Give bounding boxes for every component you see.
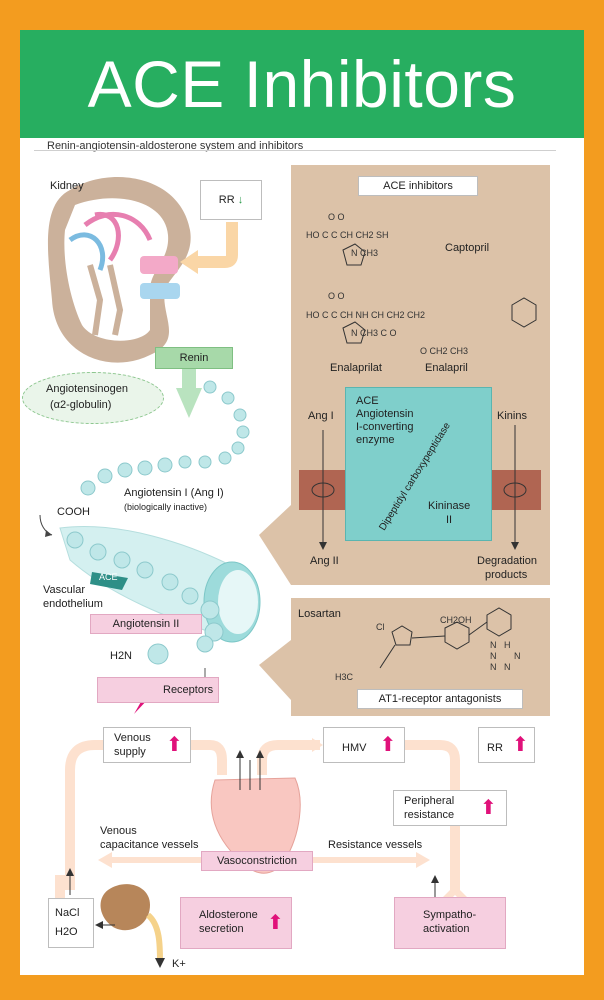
rr-label: RR [218,194,235,206]
aldosterone-line2: secretion [199,923,244,935]
vasoconstriction-label: Vasoconstriction [217,855,297,867]
angiotensinogen-line2: (α2-globulin) [50,399,112,411]
h2o-label: H2O [55,926,78,938]
rr-circ-box: RR ⬆ [478,727,535,763]
renin-label: Renin [179,352,209,364]
rr-box: RR ↓ [200,180,262,220]
enalapril-name: Enalapril [425,362,468,374]
nacl-label: NaCl [55,907,80,919]
up-arrow-icon: ⬆ [480,797,497,819]
venous-supply-line2: supply [114,746,146,758]
angiotensinogen-beads [80,380,250,496]
vascular-line1: Vascular [43,584,85,596]
enzyme-line2: Angiotensin [356,408,414,420]
enalapril-row3: N CH3 C O [351,328,397,338]
up-arrow-icon: ⬆ [267,912,284,934]
sympatho-line2: activation [423,923,470,935]
title-banner: ACE Inhibitors [20,30,584,138]
up-arrow-icon: ⬆ [511,734,529,756]
enalapril-row4: O CH2 CH3 [420,346,469,356]
angiotensinogen-line1: Angiotensinogen [46,383,128,395]
venous-capacitance-line1: Venous [100,825,137,837]
angiotensinogen-bubble [22,372,164,424]
degradation-line2: products [485,569,528,581]
venous-supply-line1: Venous [114,732,151,744]
captopril-row1: O O [328,212,345,222]
kidney-illustration [47,177,191,363]
peripheral-line1: Peripheral [404,795,455,807]
venous-capacitance-line2: capacitance vessels [100,839,199,851]
receptors-label: Receptors [163,684,214,696]
at1-caption-box: AT1-receptor antagonists [357,689,523,709]
peripheral-box: Peripheral resistance ⬆ [393,790,507,826]
circulation-tubes [55,740,460,900]
nacl-box: NaCl H2O [48,898,94,948]
receptors-box: Receptors [97,677,219,703]
enalapril-row1: O O [328,291,345,301]
captopril-row2: HO C C CH CH2 SH [306,230,389,240]
kinins-label: Kinins [497,410,527,422]
sympatho-line1: Sympatho- [423,909,477,921]
losartan-name: Losartan [298,608,341,620]
resistance-vessels-label: Resistance vessels [328,839,423,851]
enzyme-line1: ACE [356,395,379,407]
at1-caption: AT1-receptor antagonists [378,693,502,705]
divider [34,150,556,151]
angiotensin1-line2: (biologically inactive) [124,502,208,512]
angiotensin1-line1: Angiotensin I (Ang I) [124,487,224,499]
subtitle: Renin-angiotensin-aldosterone system and… [47,140,304,152]
losartan-cl: Cl [376,622,385,632]
losartan-tetrazole: N H N N N N [490,640,521,672]
ace-inhibitors-title-box: ACE inhibitors [358,176,478,196]
kininase-line2: II [446,514,453,526]
enzyme-line3: I-converting [356,421,414,433]
up-arrow-icon: ⬆ [166,734,183,756]
ace-inhibitors-title: ACE inhibitors [383,180,453,192]
rr-circ-label: RR [487,742,503,754]
enzyme-line4: enzyme [356,434,395,446]
hmv-label: HMV [342,742,367,754]
losartan-ch2oh: CH2OH [440,615,472,625]
captopril-name: Captopril [445,242,490,254]
enalapril-row2: HO C C CH NH CH CH2 CH2 [306,310,426,320]
degradation-line1: Degradation [477,555,537,567]
vasoconstriction-box: Vasoconstriction [201,851,313,871]
enalaprilat-name: Enalaprilat [330,362,382,374]
vessel-beads [66,531,224,665]
ace-enzyme-box [345,387,492,541]
captopril-row3: N CH3 [351,248,379,258]
page-title: ACE Inhibitors [87,47,517,121]
angiotensin2-label: Angiotensin II [112,618,180,630]
renin-box: Renin [155,347,233,369]
sympatho-box: Sympatho- activation [394,897,506,949]
losartan-h3c: H3C [335,672,354,682]
peripheral-line2: resistance [404,809,455,821]
kidney-label: Kidney [50,180,84,192]
angiotensin2-box: Angiotensin II [90,614,202,634]
cooh-label: COOH [57,506,90,518]
ang2-label: Ang II [310,555,339,567]
ace-vessel-label: ACE [99,572,118,582]
vascular-line2: endothelium [43,598,103,610]
ang1-label: Ang I [308,410,334,422]
down-arrow-icon: ↓ [237,194,244,206]
panel-pointer [259,505,291,585]
kininase-line1: Kininase [428,500,471,512]
losartan-pointer [259,640,291,700]
hmv-box: HMV ⬆ [323,727,405,763]
aldosterone-line1: Aldosterone [199,909,258,921]
up-arrow-icon: ⬆ [379,734,397,756]
h2n-label: H2N [110,650,133,662]
venous-supply-box: Venous supply ⬆ [103,727,191,763]
aldosterone-box: Aldosterone secretion ⬆ [180,897,292,949]
k-label: K+ [172,958,186,970]
